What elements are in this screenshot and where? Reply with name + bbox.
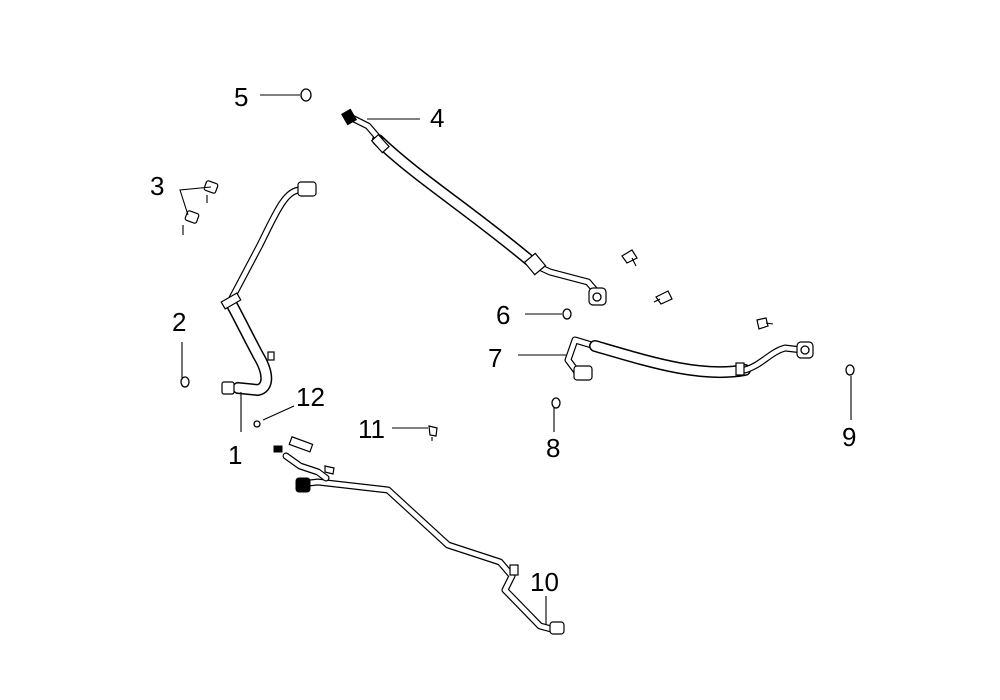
part-12-seal[interactable] [253,420,261,428]
part-6-seal[interactable] [562,308,572,320]
callout-1: 1 [228,440,242,470]
part-2-seal[interactable] [180,376,190,388]
part-11-clip[interactable] [428,425,438,441]
callout-3: 3 [150,171,164,201]
leader-lines [179,94,852,624]
bolt-a[interactable] [621,249,638,267]
callout-8: 8 [546,433,560,463]
part-7-hose[interactable] [564,336,814,381]
callout-11: 11 [358,414,385,444]
part-1-hose[interactable] [220,181,317,396]
bolt-c[interactable] [756,317,774,330]
callout-10: 10 [530,567,559,597]
callout-7: 7 [488,343,502,373]
bolt-b[interactable] [653,290,673,305]
callout-4: 4 [430,103,444,133]
part-5-seal[interactable] [300,88,312,102]
part-9-seal[interactable] [845,364,855,376]
callout-5: 5 [234,82,248,112]
callout-2: 2 [172,307,186,337]
part-8-seal[interactable] [551,397,561,409]
part-10-pipe[interactable] [273,436,565,635]
callout-12: 12 [296,382,325,412]
callout-9: 9 [842,422,856,452]
part-4-hose[interactable] [340,108,607,306]
callout-labels: 5 4 3 2 1 12 11 6 7 8 9 10 [150,82,856,597]
callout-6: 6 [496,300,510,330]
